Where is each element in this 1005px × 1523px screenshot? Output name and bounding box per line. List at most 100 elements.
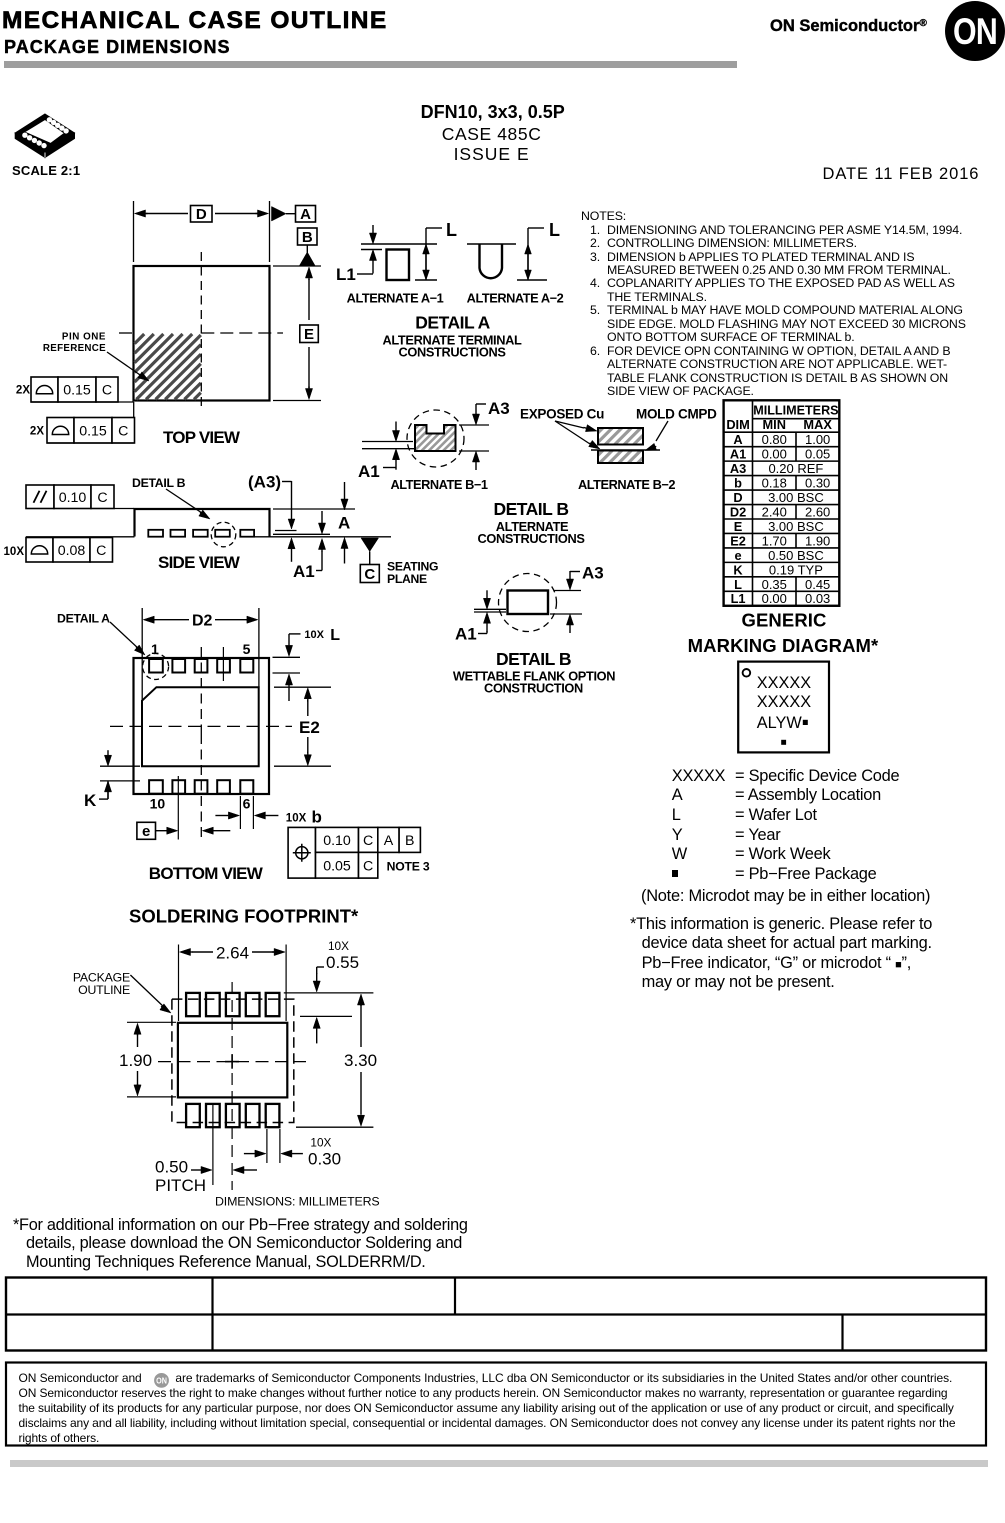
svg-text:D: D	[733, 490, 742, 505]
svg-text:0.00: 0.00	[762, 591, 787, 606]
svg-text:(A3): (A3)	[248, 473, 281, 492]
svg-text:2X: 2X	[16, 385, 30, 397]
svg-text:5: 5	[243, 641, 251, 657]
svg-text:NOTE 3: NOTE 3	[387, 860, 430, 874]
svg-text:ALTERNATE B−1: ALTERNATE B−1	[390, 477, 487, 492]
svg-text:PIN ONE: PIN ONE	[62, 332, 106, 343]
svg-text:DETAIL B: DETAIL B	[496, 649, 571, 669]
svg-text:BOTTOM VIEW: BOTTOM VIEW	[149, 864, 264, 883]
svg-text:0.35: 0.35	[762, 577, 787, 592]
svg-text:DETAIL B: DETAIL B	[132, 476, 186, 490]
svg-text:SOLDERING FOOTPRINT*: SOLDERING FOOTPRINT*	[129, 906, 359, 927]
svg-text:0.30: 0.30	[308, 1150, 341, 1169]
svg-text:0.19 TYP: 0.19 TYP	[769, 562, 823, 577]
svg-text:0.00: 0.00	[762, 447, 787, 462]
svg-text:ALTERNATE B−2: ALTERNATE B−2	[578, 477, 675, 492]
svg-text:3.00 BSC: 3.00 BSC	[768, 490, 824, 505]
svg-text:A3: A3	[730, 461, 746, 476]
svg-text:WETTABLE FLANK OPTION: WETTABLE FLANK OPTION	[453, 669, 615, 684]
svg-text:3.00 BSC: 3.00 BSC	[768, 519, 824, 534]
svg-text:ON: ON	[156, 1376, 167, 1386]
svg-text:e: e	[734, 548, 741, 563]
svg-text:B: B	[302, 229, 313, 246]
svg-text:ALTERNATE A−2: ALTERNATE A−2	[467, 291, 564, 306]
svg-text:6: 6	[243, 796, 251, 812]
svg-text:0.15: 0.15	[79, 423, 107, 439]
svg-text:GENERIC: GENERIC	[742, 610, 827, 631]
svg-text:C: C	[363, 833, 373, 849]
svg-text:2X: 2X	[30, 426, 44, 438]
svg-text:10X: 10X	[304, 629, 324, 641]
svg-text:ALTERNATE: ALTERNATE	[496, 519, 569, 534]
svg-text:OUTLINE: OUTLINE	[78, 983, 130, 997]
svg-text:0.80: 0.80	[762, 432, 787, 447]
svg-text:A: A	[733, 432, 742, 447]
svg-text:L1: L1	[731, 591, 746, 606]
svg-text:0.03: 0.03	[805, 591, 830, 606]
svg-text:TOP VIEW: TOP VIEW	[163, 428, 241, 447]
svg-text:B: B	[405, 833, 414, 849]
svg-text:C: C	[364, 566, 375, 583]
svg-text:E: E	[304, 326, 314, 343]
svg-text:L: L	[549, 220, 560, 240]
svg-text:A: A	[384, 833, 394, 849]
svg-text:DIMENSIONS: MILLIMETERS: DIMENSIONS: MILLIMETERS	[215, 1195, 380, 1209]
svg-text:0.50: 0.50	[155, 1158, 188, 1177]
svg-text:A: A	[300, 206, 311, 223]
svg-text:PACKAGE: PACKAGE	[73, 971, 130, 985]
svg-text:REFERENCE: REFERENCE	[43, 343, 106, 354]
svg-text:1.90: 1.90	[119, 1051, 152, 1070]
svg-text:10X: 10X	[328, 939, 349, 953]
svg-text:SIDE VIEW: SIDE VIEW	[158, 553, 241, 572]
svg-text:L1: L1	[336, 265, 356, 284]
svg-text:C: C	[118, 423, 128, 439]
svg-text:2.64: 2.64	[216, 944, 249, 963]
svg-text:e: e	[142, 823, 150, 840]
svg-text:D: D	[196, 206, 207, 223]
svg-text:0.20 REF: 0.20 REF	[768, 461, 823, 476]
svg-text:1.90: 1.90	[805, 533, 830, 548]
svg-text:10: 10	[150, 796, 166, 812]
svg-text:1.00: 1.00	[805, 432, 830, 447]
svg-text:A1: A1	[358, 462, 380, 481]
svg-text:C: C	[96, 543, 106, 559]
svg-text:A1: A1	[455, 625, 477, 644]
svg-text:MOLD CMPD: MOLD CMPD	[636, 407, 717, 422]
svg-text:10X: 10X	[286, 813, 307, 825]
svg-text:10X: 10X	[310, 1136, 331, 1150]
svg-text:CONSTRUCTIONS: CONSTRUCTIONS	[398, 345, 506, 360]
svg-text:0.10: 0.10	[59, 490, 87, 506]
svg-text:0.18: 0.18	[762, 476, 787, 491]
svg-text:C: C	[102, 383, 112, 399]
svg-text:A3: A3	[488, 399, 510, 418]
svg-text:K: K	[84, 791, 97, 810]
svg-text:D2: D2	[730, 504, 746, 519]
svg-text:1: 1	[151, 641, 159, 657]
svg-text:0.30: 0.30	[805, 476, 830, 491]
svg-text:DETAIL A: DETAIL A	[57, 612, 110, 626]
svg-text:E: E	[734, 519, 743, 534]
svg-text:DETAIL A: DETAIL A	[415, 313, 490, 333]
svg-text:0.50 BSC: 0.50 BSC	[768, 548, 824, 563]
svg-text:DETAIL B: DETAIL B	[493, 499, 568, 519]
svg-text:ON: ON	[953, 11, 997, 53]
svg-text:XXXXX: XXXXX	[757, 674, 811, 692]
svg-text:E2: E2	[299, 718, 320, 737]
svg-text:0.15: 0.15	[63, 383, 91, 399]
svg-text:PITCH: PITCH	[155, 1176, 206, 1195]
svg-text:A3: A3	[582, 564, 604, 583]
svg-text:0.10: 0.10	[323, 833, 351, 849]
svg-text:2.40: 2.40	[762, 504, 787, 519]
svg-text:0.08: 0.08	[58, 543, 86, 559]
svg-text:0.05: 0.05	[323, 858, 351, 874]
svg-text:A1: A1	[730, 447, 746, 462]
svg-text:EXPOSED Cu: EXPOSED Cu	[520, 407, 604, 422]
svg-text:L: L	[446, 220, 457, 240]
svg-text:L: L	[330, 627, 340, 644]
svg-text:1.70: 1.70	[762, 533, 787, 548]
svg-text:D2: D2	[192, 613, 213, 630]
svg-text:0.55: 0.55	[326, 953, 359, 972]
svg-text:0.05: 0.05	[805, 447, 830, 462]
svg-text:C: C	[97, 490, 107, 506]
svg-text:DIM: DIM	[726, 417, 749, 432]
